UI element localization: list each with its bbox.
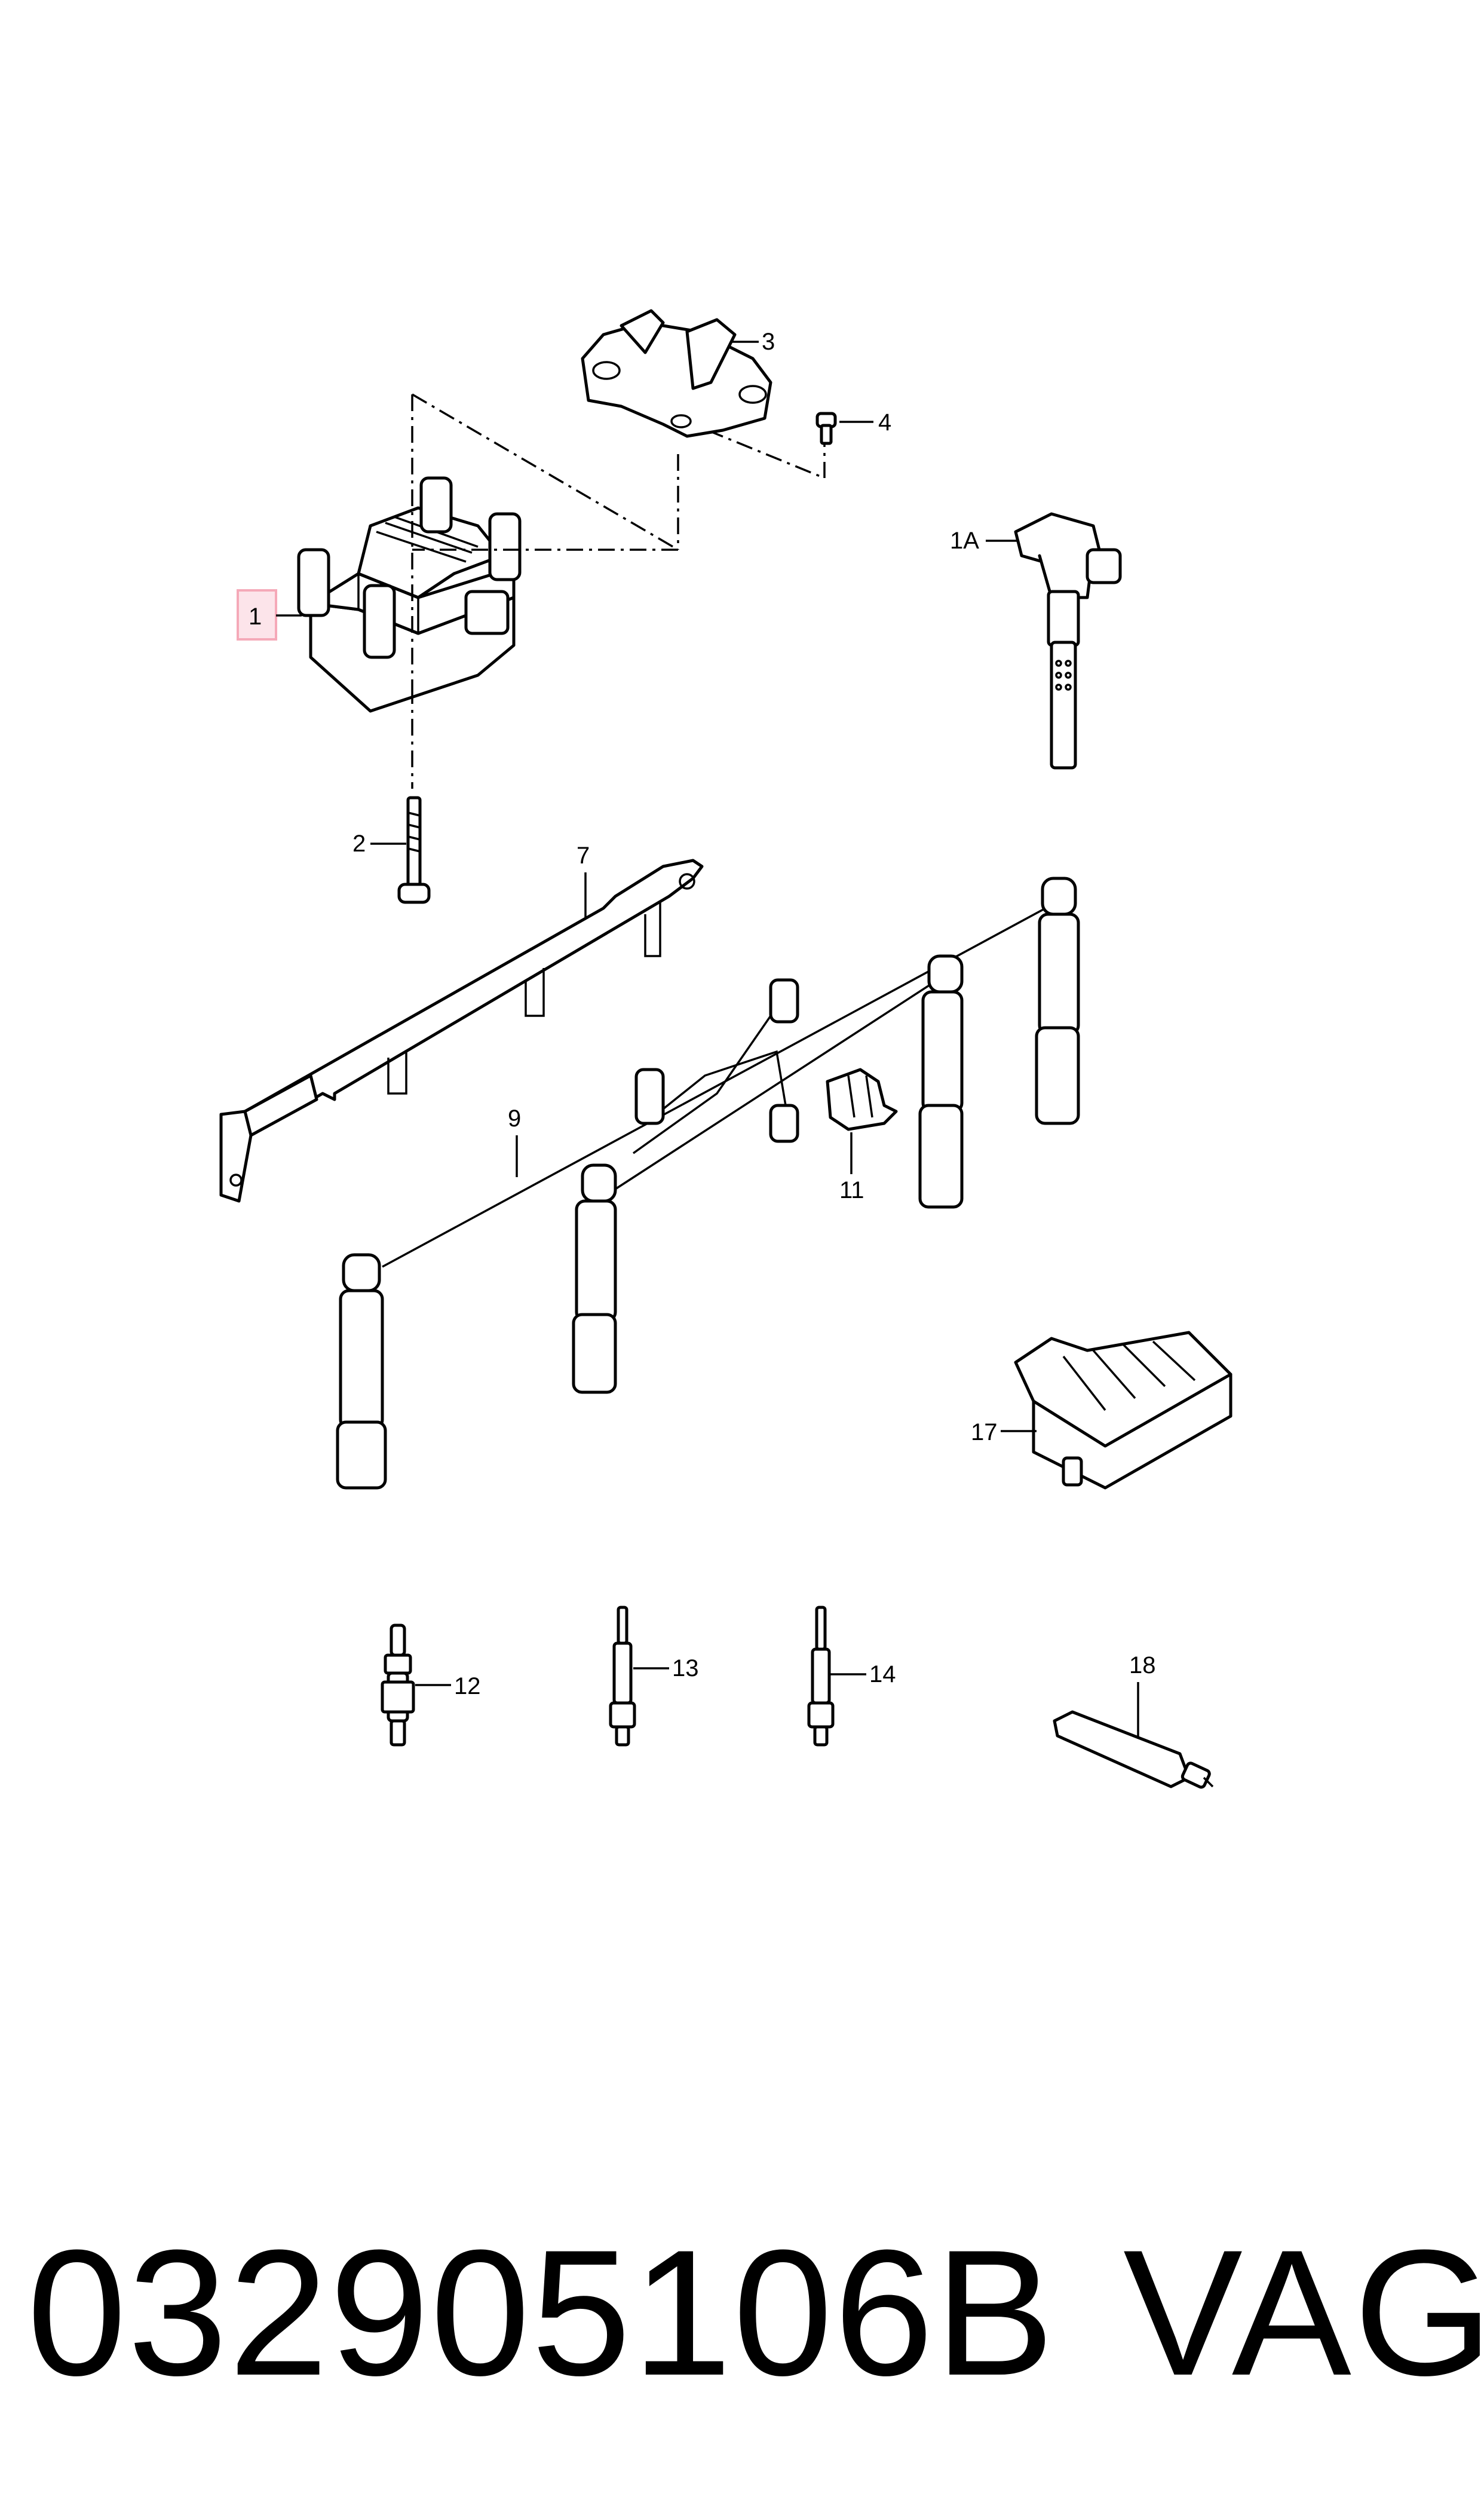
exploded-parts-diagram: 1 2 3 4 1A <box>219 309 1232 1789</box>
ignition-coil-pack[interactable] <box>297 476 522 713</box>
callout-12[interactable]: 12 <box>454 1673 481 1699</box>
brand-label: VAG <box>1123 2212 1484 2413</box>
callout-1[interactable]: 1 <box>249 604 262 630</box>
glow-plug-a[interactable] <box>609 1606 636 1747</box>
lead-holder-clip[interactable] <box>826 1068 898 1131</box>
ignition-control-module[interactable] <box>1014 1331 1232 1490</box>
callout-4[interactable]: 4 <box>878 409 891 436</box>
spark-plug[interactable] <box>381 1623 415 1747</box>
coil-ribs <box>1055 660 1072 691</box>
glow-plug-b[interactable] <box>807 1606 835 1747</box>
callout-18[interactable]: 18 <box>1129 1652 1156 1678</box>
callout-1a[interactable]: 1A <box>950 528 979 554</box>
part-number: 032905106B <box>27 2212 1056 2413</box>
callout-7[interactable]: 7 <box>577 843 590 869</box>
callout-14[interactable]: 14 <box>869 1661 896 1687</box>
footer: 032905106B VAG <box>0 2223 1484 2402</box>
callout-11[interactable]: 11 <box>839 1177 864 1203</box>
callout-13[interactable]: 13 <box>672 1655 699 1681</box>
mounting-bracket[interactable] <box>581 309 772 438</box>
grease-tube[interactable] <box>1053 1710 1214 1789</box>
callout-1-highlight <box>237 589 277 641</box>
ignition-lead-set[interactable] <box>336 877 1080 1490</box>
coil-on-plug[interactable] <box>1014 512 1122 770</box>
callout-2[interactable]: 2 <box>352 831 366 857</box>
callout-9[interactable]: 9 <box>508 1105 521 1132</box>
gasket-plate[interactable] <box>219 859 704 1203</box>
screw[interactable] <box>815 412 837 445</box>
callout-3[interactable]: 3 <box>762 329 775 355</box>
callout-17[interactable]: 17 <box>971 1419 998 1445</box>
bolt[interactable] <box>397 796 431 904</box>
